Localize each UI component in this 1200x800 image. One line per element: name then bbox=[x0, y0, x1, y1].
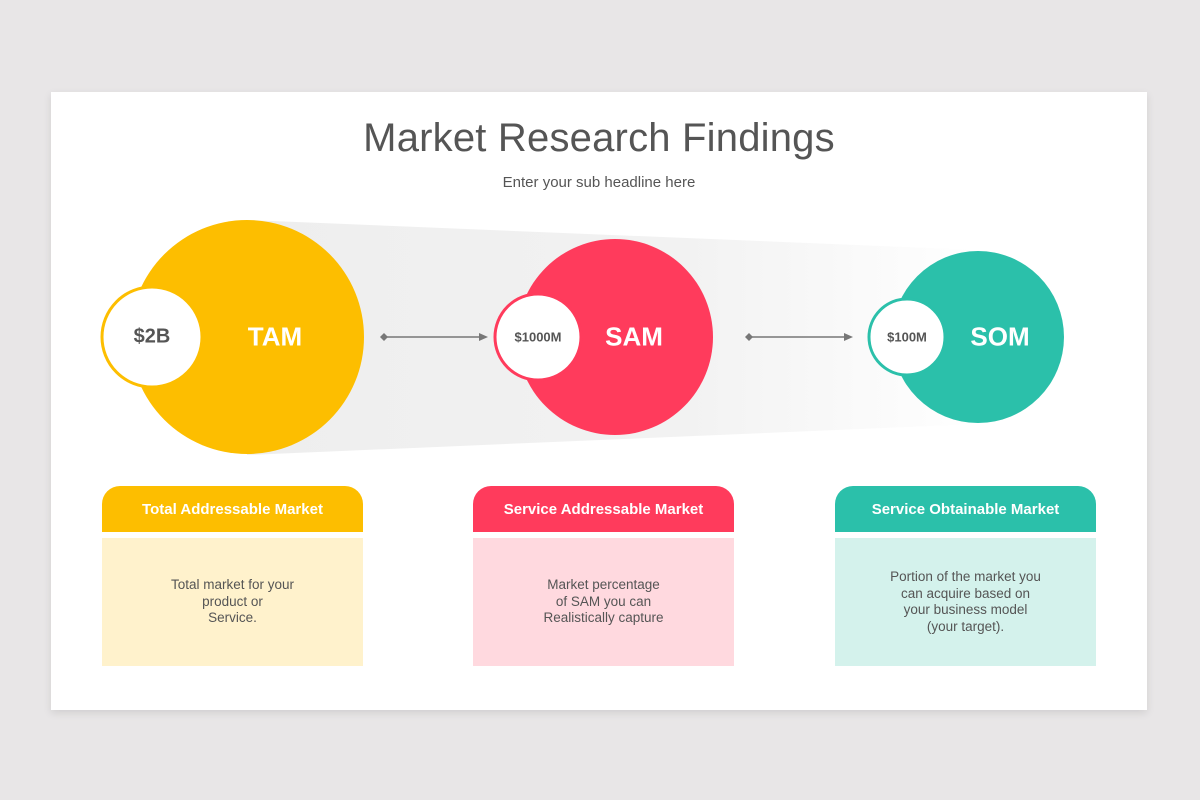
slide-title: Market Research Findings bbox=[363, 116, 835, 160]
som-circle bbox=[892, 251, 1064, 423]
arrow-head-icon bbox=[479, 333, 488, 341]
som-card-description: Portion of the market you can acquire ba… bbox=[835, 538, 1096, 666]
tam-card: Total Addressable Market Total market fo… bbox=[102, 486, 363, 666]
sam-value-circle bbox=[493, 292, 583, 382]
sam-card-header: Service Addressable Market bbox=[473, 486, 734, 532]
sam-card-description: Market percentage of SAM you can Realist… bbox=[473, 538, 734, 666]
som-label: SOM bbox=[970, 321, 1030, 352]
sam-circle bbox=[517, 239, 713, 435]
sam-label: SAM bbox=[605, 321, 663, 352]
diamond-icon bbox=[380, 333, 388, 341]
som-card: Service Obtainable Market Portion of the… bbox=[835, 486, 1096, 666]
arrow-sam-to-som bbox=[745, 333, 853, 341]
slide: Market Research Findings Enter your sub … bbox=[51, 92, 1147, 710]
arrow-tam-to-sam bbox=[380, 333, 488, 341]
sam-card: Service Addressable Market Market percen… bbox=[473, 486, 734, 666]
tam-value-circle bbox=[100, 285, 204, 389]
som-card-header: Service Obtainable Market bbox=[835, 486, 1096, 532]
tam-card-header: Total Addressable Market bbox=[102, 486, 363, 532]
som-value: $100M bbox=[887, 329, 927, 345]
diamond-icon bbox=[745, 333, 753, 341]
tam-label: TAM bbox=[247, 321, 303, 352]
som-value-circle bbox=[867, 297, 947, 377]
sam-value: $1000M bbox=[514, 329, 562, 345]
tam-value: $2B bbox=[133, 325, 171, 348]
slide-subtitle: Enter your sub headline here bbox=[502, 174, 696, 191]
arrow-head-icon bbox=[844, 333, 853, 341]
tam-circle bbox=[130, 220, 364, 454]
market-funnel-diagram bbox=[100, 220, 1064, 455]
tam-card-description: Total market for your product or Service… bbox=[102, 538, 363, 666]
